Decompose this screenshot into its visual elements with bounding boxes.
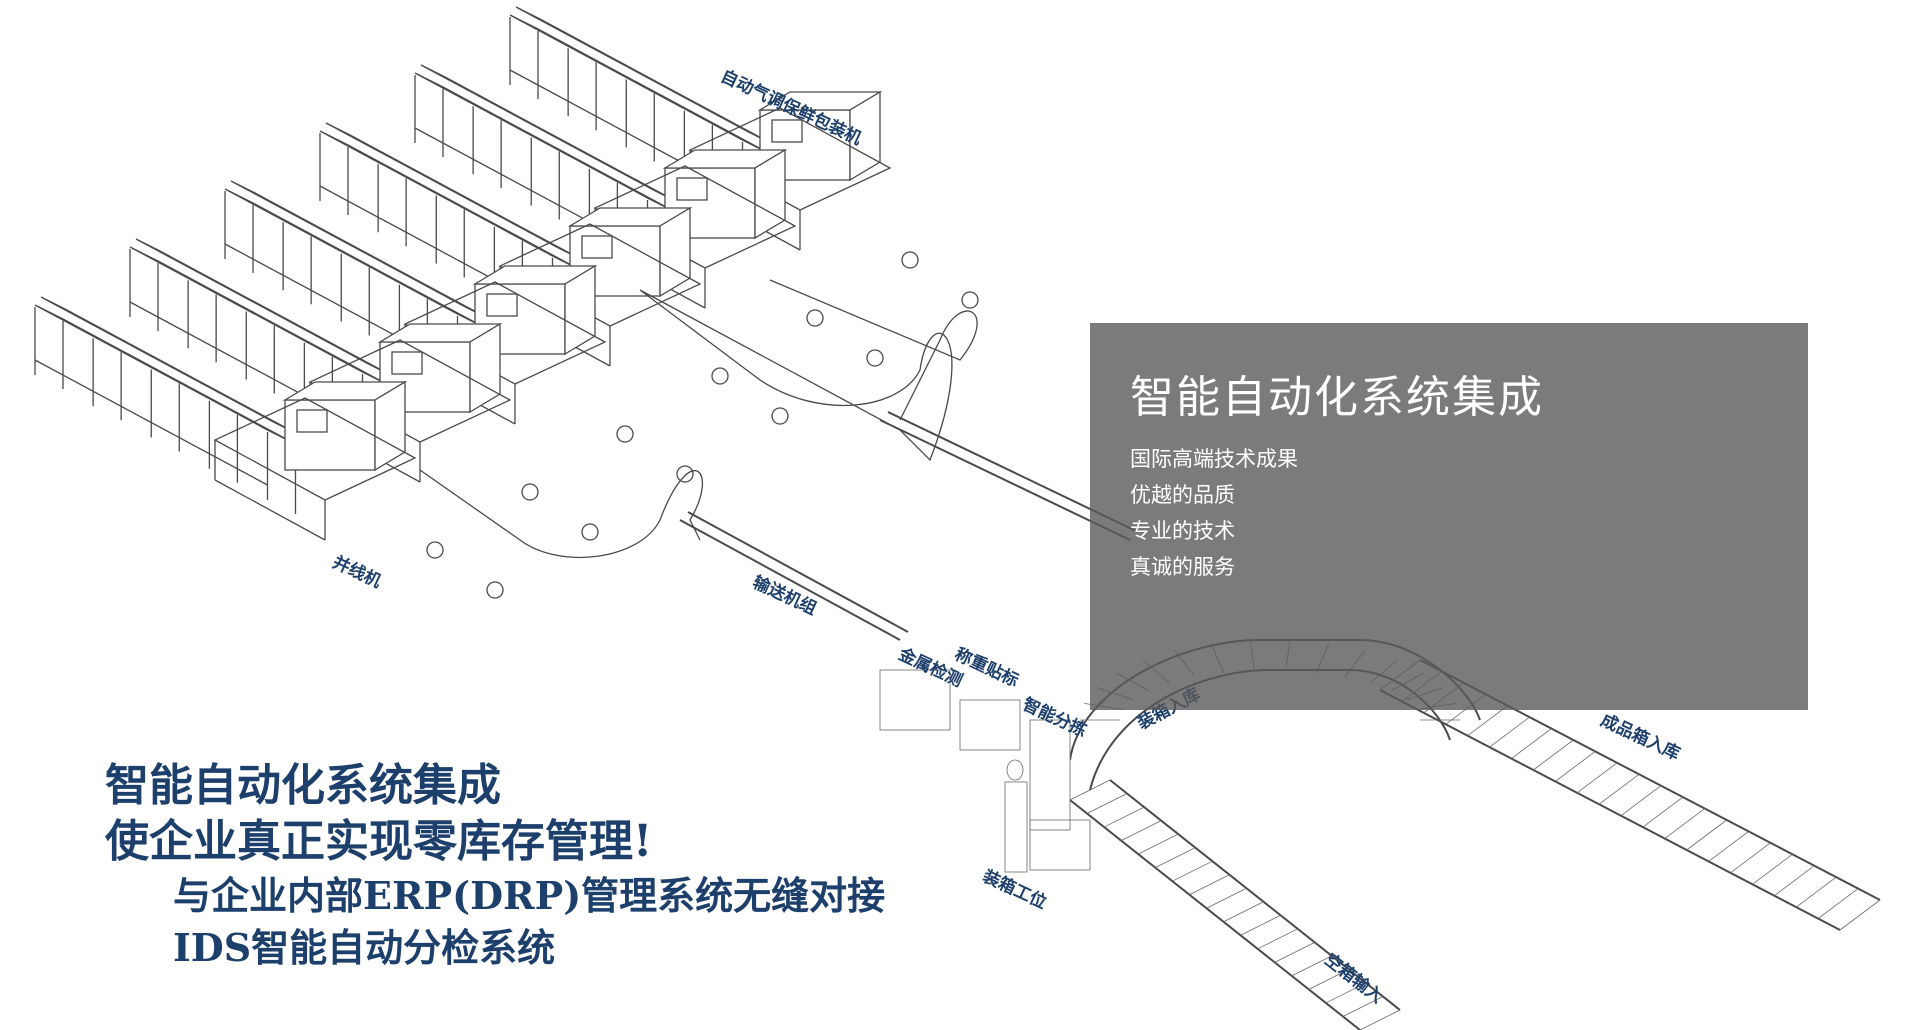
roller <box>1467 705 1508 737</box>
machine-base <box>213 397 417 501</box>
machine-window <box>391 351 423 375</box>
roller <box>1155 847 1196 869</box>
roller <box>1511 728 1552 759</box>
caster <box>521 483 539 501</box>
roller <box>1172 860 1213 882</box>
table-top <box>34 304 296 445</box>
roller <box>1206 887 1247 909</box>
roller <box>1138 833 1179 855</box>
roller <box>1189 874 1230 896</box>
packing-table <box>1029 819 1091 871</box>
labeling-unit <box>959 699 1021 751</box>
headline-line-3: 与企业内部ERP(DRP)管理系统无缝对接 <box>173 873 886 918</box>
roller-rail <box>230 180 488 319</box>
roller <box>1069 779 1111 801</box>
roller <box>1086 793 1128 814</box>
panel-item: 国际高端技术成果 <box>1130 447 1298 471</box>
headline-line-1: 智能自动化系统集成 <box>105 760 501 811</box>
roller <box>1240 914 1281 936</box>
roller <box>1839 899 1881 931</box>
roller <box>1730 842 1771 874</box>
caster <box>961 291 979 309</box>
caster <box>806 309 824 327</box>
roller <box>1664 808 1706 839</box>
roller <box>1223 901 1264 923</box>
machine-window <box>771 119 803 143</box>
roller <box>1752 853 1793 885</box>
caster <box>676 465 694 483</box>
roller <box>1576 762 1618 794</box>
roller <box>1257 928 1298 950</box>
roller <box>1359 1009 1401 1030</box>
roller <box>1642 796 1684 828</box>
roller <box>1308 969 1350 990</box>
caster <box>711 367 729 385</box>
caster <box>616 425 634 443</box>
caster <box>486 581 504 599</box>
worker-head <box>1006 759 1024 781</box>
roller <box>1554 751 1596 782</box>
roller <box>1103 806 1145 828</box>
roller <box>1274 941 1315 963</box>
roller <box>1342 996 1384 1017</box>
roller <box>1795 876 1837 908</box>
roller <box>1120 820 1162 841</box>
caster <box>901 251 919 269</box>
roller <box>1489 716 1530 748</box>
roller <box>1325 982 1367 1004</box>
headline-line-2: 使企业真正实现零库存管理! <box>105 816 653 867</box>
machine-window <box>486 293 518 317</box>
headline-line-4: IDS智能自动分检系统 <box>173 925 556 970</box>
packaging-lines <box>34 6 979 599</box>
roller <box>1817 888 1859 919</box>
panel-item: 专业的技术 <box>1130 519 1235 543</box>
worker-body <box>1004 781 1028 873</box>
roller <box>1620 785 1662 817</box>
roller <box>1598 773 1640 805</box>
roller-rail <box>40 296 298 435</box>
metal-detector <box>879 669 951 731</box>
machine-window <box>676 177 708 201</box>
packaging-line <box>34 296 504 599</box>
conveyor-tracks <box>419 279 1881 1030</box>
caster <box>771 407 789 425</box>
panel-title: 智能自动化系统集成 <box>1130 372 1544 423</box>
roller <box>1708 831 1749 862</box>
base-edge <box>214 479 326 541</box>
roller <box>1774 865 1815 897</box>
panel-item: 优越的品质 <box>1130 483 1235 507</box>
info-panel: 智能自动化系统集成 国际高端技术成果 优越的品质 专业的技术 真诚的服务 <box>1090 323 1808 710</box>
roller <box>1533 739 1574 771</box>
panel-item: 真诚的服务 <box>1130 555 1235 579</box>
roller-rail <box>135 238 393 377</box>
roller <box>1291 955 1332 977</box>
panel-list: 国际高端技术成果 优越的品质 专业的技术 真诚的服务 <box>1130 441 1298 585</box>
headline: 智能自动化系统集成 使企业真正实现零库存管理! 与企业内部ERP(DRP)管理系… <box>105 758 885 974</box>
machine-window <box>296 409 328 433</box>
roller-rail <box>420 64 678 203</box>
roller-rail <box>325 122 583 261</box>
packaging-line <box>319 122 789 425</box>
sorting-post <box>1029 719 1071 831</box>
table-brace <box>34 359 268 486</box>
machine-window <box>581 235 613 259</box>
caster <box>581 523 599 541</box>
roller <box>1686 819 1727 851</box>
caster <box>866 349 884 367</box>
caster <box>426 541 444 559</box>
